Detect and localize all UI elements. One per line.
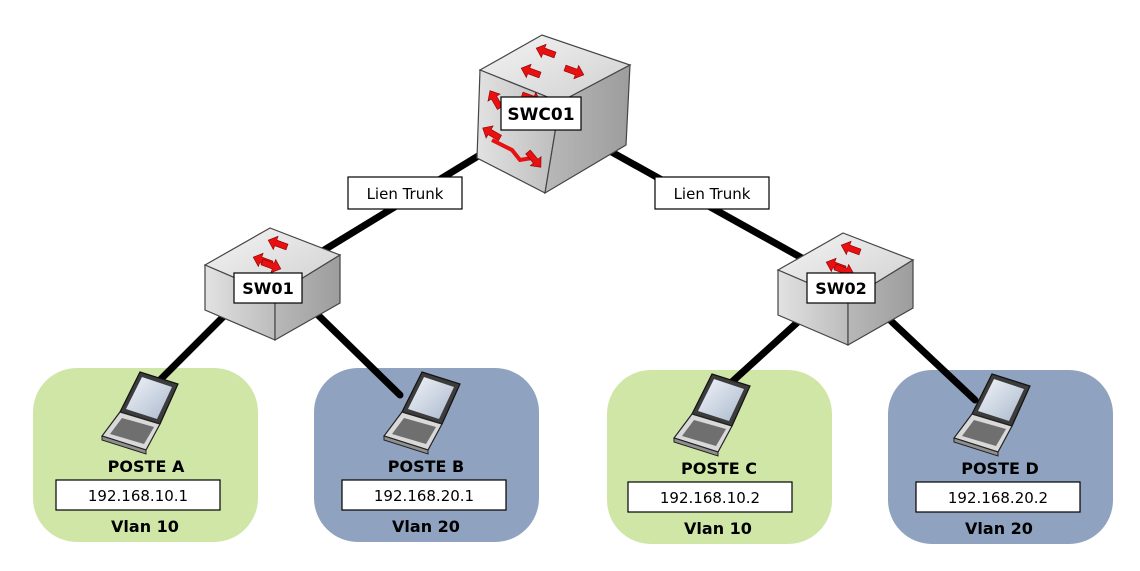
- core-switch-swc01[interactable]: SWC01: [476, 34, 632, 195]
- access-switch-sw01[interactable]: SW01: [203, 227, 342, 342]
- core-switch-arrows-icon: [478, 41, 587, 173]
- host-vlan: Vlan 20: [965, 519, 1033, 538]
- host-ip: 192.168.10.2: [660, 489, 760, 507]
- trunk-label-left: Lien Trunk: [347, 176, 463, 210]
- trunk-label-right: Lien Trunk: [654, 176, 770, 210]
- host-ip: 192.168.10.1: [88, 487, 188, 505]
- host-ip: 192.168.20.1: [374, 487, 474, 505]
- host-poste-a: POSTE A 192.168.10.1 Vlan 10: [55, 457, 221, 536]
- trunk-label-right-text: Lien Trunk: [674, 185, 751, 203]
- host-poste-c: POSTE C 192.168.10.2 Vlan 10: [627, 459, 793, 538]
- core-switch-label: SWC01: [507, 105, 574, 125]
- access-switch-sw02[interactable]: SW02: [776, 232, 915, 347]
- sw02-label: SW02: [815, 279, 866, 298]
- vlan-zones: [33, 368, 1113, 544]
- host-poste-d: POSTE D 192.168.20.2 Vlan 20: [915, 459, 1081, 538]
- trunk-label-left-text: Lien Trunk: [367, 185, 444, 203]
- sw01-label: SW01: [242, 279, 293, 298]
- host-name: POSTE A: [108, 457, 185, 476]
- host-vlan: Vlan 10: [111, 517, 179, 536]
- host-vlan: Vlan 20: [392, 517, 460, 536]
- host-poste-b: POSTE B 192.168.20.1 Vlan 20: [341, 457, 507, 536]
- host-name: POSTE C: [681, 459, 757, 478]
- access-link-poste-b: [314, 311, 404, 399]
- host-name: POSTE B: [388, 457, 464, 476]
- host-ip: 192.168.20.2: [948, 489, 1048, 507]
- host-name: POSTE D: [961, 459, 1039, 478]
- access-link-poste-d: [886, 316, 979, 404]
- host-vlan: Vlan 10: [684, 519, 752, 538]
